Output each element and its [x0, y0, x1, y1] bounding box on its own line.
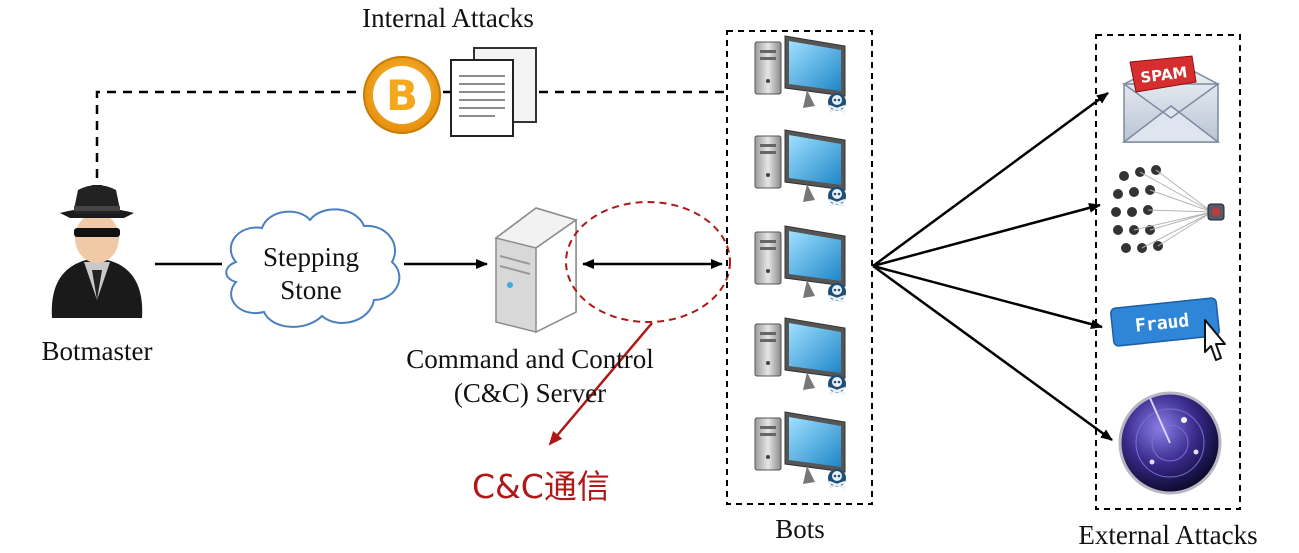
stepping-stone-label-line1: Stepping	[262, 242, 360, 272]
cc-comm-highlight	[565, 201, 731, 323]
external-attacks-label: External Attacks	[1078, 520, 1258, 550]
bot-computer-1	[753, 34, 848, 114]
spam-text: SPAM	[1139, 63, 1188, 87]
internal-attacks-label: Internal Attacks	[362, 3, 534, 33]
bot-computer-4	[753, 316, 848, 396]
external-attacks-box	[1095, 34, 1241, 510]
bots-label: Bots	[775, 514, 825, 544]
spam-envelope-icon: SPAM	[1121, 55, 1221, 143]
documents-icon	[450, 47, 537, 137]
cc-comm-label: C&C通信	[472, 467, 610, 506]
cloud-icon	[225, 208, 401, 328]
bot-computer-3	[753, 224, 848, 304]
bot-computer-5	[753, 410, 848, 490]
botmaster-label: Botmaster	[41, 336, 153, 366]
bot-computer-2	[753, 128, 848, 208]
bitcoin-icon: B	[361, 54, 443, 136]
fraud-click-icon: Fraud	[1110, 297, 1226, 361]
hacker-icon	[51, 185, 143, 318]
cc-server-label-line1: Command and Control	[406, 344, 654, 374]
stepping-stone-label-line2: Stone	[280, 275, 342, 305]
external-attack-arrows	[872, 91, 1113, 442]
cc-comm-pointer-arrow	[548, 322, 653, 446]
bitcoin-symbol: B	[386, 71, 418, 120]
server-tower-icon	[494, 207, 578, 334]
ddos-network-icon	[1111, 165, 1225, 253]
cc-server-label-line2: (C&C) Server	[453, 378, 607, 408]
radar-globe-icon	[1118, 391, 1222, 495]
